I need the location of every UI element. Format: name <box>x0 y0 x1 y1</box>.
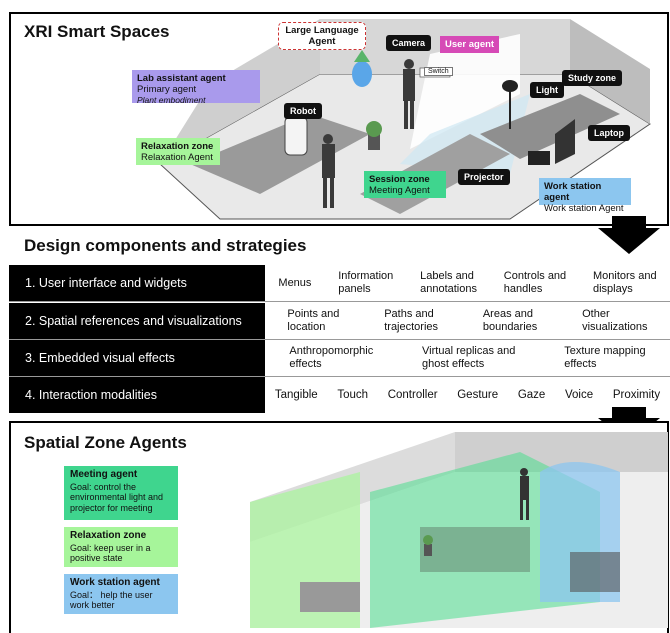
work-station-sub: Work station Agent <box>544 203 624 214</box>
study-zone-label: Study zone <box>562 70 623 86</box>
session-zone-title: Session zone <box>369 174 430 185</box>
design-item: Gesture <box>457 388 499 401</box>
design-item: Voice <box>565 388 594 401</box>
design-item: Texture mapping effects <box>564 345 646 370</box>
relaxation-zone-card: Relaxation zone Relaxation Agent <box>136 138 220 165</box>
design-row-1: 1. User interface and widgets Menus Info… <box>9 265 670 302</box>
light-label: Light <box>530 82 564 98</box>
smart-room-illustration <box>159 19 651 220</box>
llm-agent-label: Large Language Agent <box>278 22 366 50</box>
design-row-label: 1. User interface and widgets <box>9 265 265 301</box>
relaxation-zone-title: Relaxation zone <box>141 141 214 152</box>
design-item: Information panels <box>338 270 394 295</box>
relaxation-zone-goal-card: Relaxation zone Goal: keep user in a pos… <box>64 527 178 567</box>
zone-card-body: Goal: keep user in a positive state <box>70 542 151 564</box>
work-station-title: Work station agent <box>544 181 602 203</box>
work-station-card: Work station agent Work station Agent <box>539 178 631 214</box>
design-item: Tangible <box>274 388 318 401</box>
zone-card-title: Work station agent <box>70 577 160 588</box>
design-row-label: 4. Interaction modalities <box>9 377 265 413</box>
design-row-2: 2. Spatial references and visualizations… <box>9 303 670 340</box>
zone-card-body: Goal： help the user work better <box>70 589 153 611</box>
session-zone-sub: Meeting Agent <box>369 185 430 196</box>
zone-card-title: Relaxation zone <box>70 530 147 541</box>
design-row-3: 3. Embedded visual effects Anthropomorph… <box>9 340 670 377</box>
lab-assistant-embodiment: Plant embodiment <box>137 95 206 105</box>
design-item: Controls and handles <box>503 270 567 295</box>
zone-card-title: Meeting agent <box>70 469 138 480</box>
design-item: Anthropomorphic effects <box>289 345 374 370</box>
design-item: Proximity <box>612 388 661 401</box>
arrow-down-icon <box>598 216 660 254</box>
relaxation-zone-sub: Relaxation Agent <box>141 152 213 163</box>
design-item: Monitors and displays <box>592 270 657 295</box>
design-row-4: 4. Interaction modalities Tangible Touch… <box>9 377 670 413</box>
design-item: Labels and annotations <box>420 270 477 295</box>
meeting-agent-card: Meeting agent Goal: control the environm… <box>64 466 178 520</box>
work-station-goal-card: Work station agent Goal： help the user w… <box>64 574 178 614</box>
design-item: Areas and boundaries <box>482 308 538 333</box>
design-title: Design components and strategies <box>24 236 307 255</box>
lab-assistant-title: Lab assistant agent <box>137 73 226 84</box>
design-item: Touch <box>337 388 369 401</box>
design-item: Virtual replicas and ghost effects <box>422 345 516 370</box>
design-item: Other visualizations <box>582 308 648 333</box>
design-row-label: 3. Embedded visual effects <box>9 340 265 376</box>
design-item: Controller <box>387 388 438 401</box>
zone-room-illustration <box>250 432 668 628</box>
session-zone-card: Session zone Meeting Agent <box>364 171 446 198</box>
design-item: Paths and trajectories <box>384 308 439 333</box>
smart-spaces-title: XRI Smart Spaces <box>24 22 170 41</box>
lab-assistant-role: Primary agent <box>137 84 197 95</box>
zone-card-body: Goal: control the environmental light an… <box>70 481 164 513</box>
user-agent-label: User agent <box>440 36 500 53</box>
camera-label: Camera <box>386 35 432 51</box>
zone-agents-title: Spatial Zone Agents <box>24 433 187 452</box>
design-item: Menus <box>278 276 312 289</box>
switch-label: Switch <box>424 67 453 76</box>
laptop-label: Laptop <box>588 125 630 141</box>
design-row-label: 2. Spatial references and visualizations <box>9 303 265 339</box>
robot-label: Robot <box>284 103 322 119</box>
lab-assistant-agent-card: Lab assistant agent Primary agent Plant … <box>132 70 260 105</box>
design-item: Points and location <box>287 308 340 333</box>
projector-label: Projector <box>458 169 510 185</box>
design-item: Gaze <box>517 388 546 401</box>
